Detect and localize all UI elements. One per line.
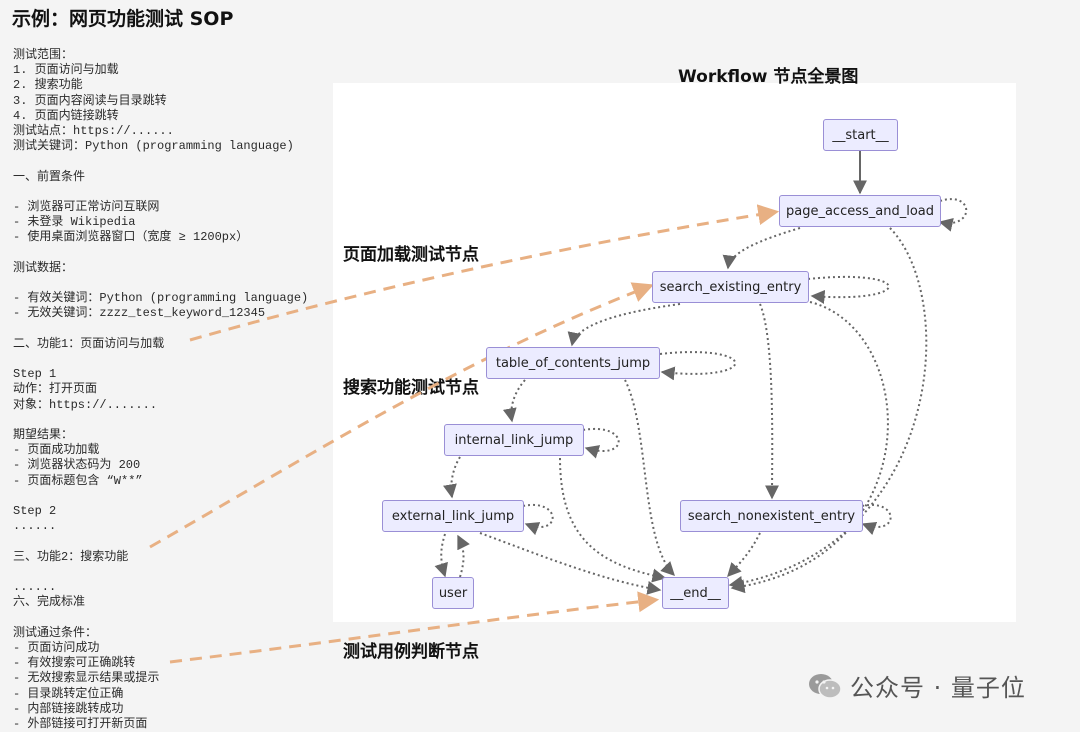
- sop-line: 对象：https://.......: [13, 397, 158, 412]
- sop-line: 一、前置条件: [13, 169, 86, 184]
- edge-external-to-user: [434, 533, 448, 578]
- sop-line: 六、完成标准: [13, 595, 86, 610]
- sop-line: - 浏览器可正常访问互联网: [13, 200, 160, 215]
- sop-line: - 目录跳转定位正确: [13, 686, 124, 701]
- sop-line: Step 2: [13, 504, 57, 519]
- sop-line: 测试通过条件：: [13, 625, 98, 640]
- sop-line: 三、功能2：搜索功能: [13, 549, 129, 564]
- node-page-access-and-load: page_access_and_load: [779, 195, 941, 227]
- sop-line: 测试范围：: [13, 48, 74, 62]
- node-table-of-contents-jump: table_of_contents_jump: [486, 347, 660, 379]
- annotation-page-load: 页面加载测试节点: [343, 245, 479, 265]
- node-user: user: [432, 577, 474, 609]
- watermark: 公众号 · 量子位: [808, 668, 1026, 703]
- edge-page-access-self: [938, 198, 968, 232]
- sop-line: 1. 页面访问与加载: [13, 63, 119, 78]
- sop-line: 二、功能1：页面访问与加载: [13, 336, 165, 351]
- sop-line: - 页面访问成功: [13, 640, 100, 655]
- edge-toc-to-internal: [502, 379, 526, 423]
- sop-line: - 有效搜索可正确跳转: [13, 656, 136, 671]
- sop-line: 测试关键词：Python (programming language): [13, 139, 294, 154]
- wechat-icon: [809, 673, 842, 699]
- sop-line: 期望结果：: [13, 428, 74, 443]
- edge-nonexistent-self: [861, 503, 892, 535]
- annotation-arrow-search: [149, 282, 654, 549]
- node-search-existing-entry: search_existing_entry: [652, 271, 809, 303]
- node-end: __end__: [662, 577, 729, 609]
- workflow-panel: [333, 83, 1016, 622]
- node-external-link-jump: external_link_jump: [382, 500, 524, 532]
- sop-line: 2. 搜索功能: [13, 78, 83, 93]
- sop-line: ......: [13, 519, 57, 534]
- edge-search-to-toc: [567, 303, 681, 347]
- annotation-search: 搜索功能测试节点: [343, 378, 479, 398]
- edge-external-to-end: [479, 532, 662, 595]
- sop-line: 4. 页面内链接跳转: [13, 108, 119, 123]
- sop-line: - 浏览器状态码为 200: [13, 458, 141, 473]
- sop-line: 测试站点：https://......: [13, 124, 174, 139]
- sop-line: - 无效搜索显示结果或提示: [13, 671, 160, 686]
- sop-line: - 使用桌面浏览器窗口（宽度 ≥ 1200px）: [13, 230, 249, 245]
- sop-line: 测试数据：: [13, 260, 74, 275]
- sop-line: 3. 页面内容阅读与目录跳转: [13, 93, 167, 108]
- sop-line: Step 1: [13, 367, 57, 382]
- sop-line: - 页面标题包含 “W**”: [13, 473, 143, 488]
- node-search-nonexistent-entry: search_nonexistent_entry: [680, 500, 863, 532]
- annotation-arrow-judge: [169, 591, 660, 664]
- edge-page-access-to-search: [722, 227, 801, 270]
- sop-line: - 页面成功加载: [13, 443, 100, 458]
- workflow-title: Workflow 节点全景图: [678, 67, 859, 87]
- sop-line: - 无效关键词：zzzz_test_keyword_12345: [13, 306, 266, 321]
- edge-page-access-to-end: [728, 227, 928, 590]
- sop-line: ......: [13, 580, 57, 595]
- sop-line: - 未登录 Wikipedia: [13, 215, 136, 230]
- edge-internal-self: [582, 427, 620, 459]
- edge-external-self: [522, 503, 554, 536]
- sop-line: - 有效关键词：Python (programming language): [13, 291, 309, 306]
- edge-search-to-nonexistent: [759, 303, 780, 500]
- watermark-text: 公众号 · 量子位: [850, 674, 1026, 702]
- annotation-arrow-page-load: [189, 204, 780, 342]
- sop-line: - 内部链接跳转成功: [13, 701, 124, 716]
- node-internal-link-jump: internal_link_jump: [444, 424, 584, 456]
- sop-line: 动作：打开页面: [13, 382, 98, 397]
- page-title: 示例：网页功能测试 SOP: [12, 8, 234, 30]
- edge-search-existing-self: [807, 275, 890, 304]
- annotation-judge: 测试用例判断节点: [343, 642, 479, 662]
- edge-nonexistent-to-end: [727, 532, 761, 578]
- edge-internal-to-external: [443, 456, 461, 499]
- edge-search-to-end: [730, 301, 889, 594]
- edge-toc-self: [659, 351, 737, 381]
- edge-internal-to-end: [559, 457, 667, 583]
- node-start: __start__: [823, 119, 898, 151]
- edge-user-to-external: [457, 534, 470, 578]
- edge-toc-to-end: [624, 379, 675, 577]
